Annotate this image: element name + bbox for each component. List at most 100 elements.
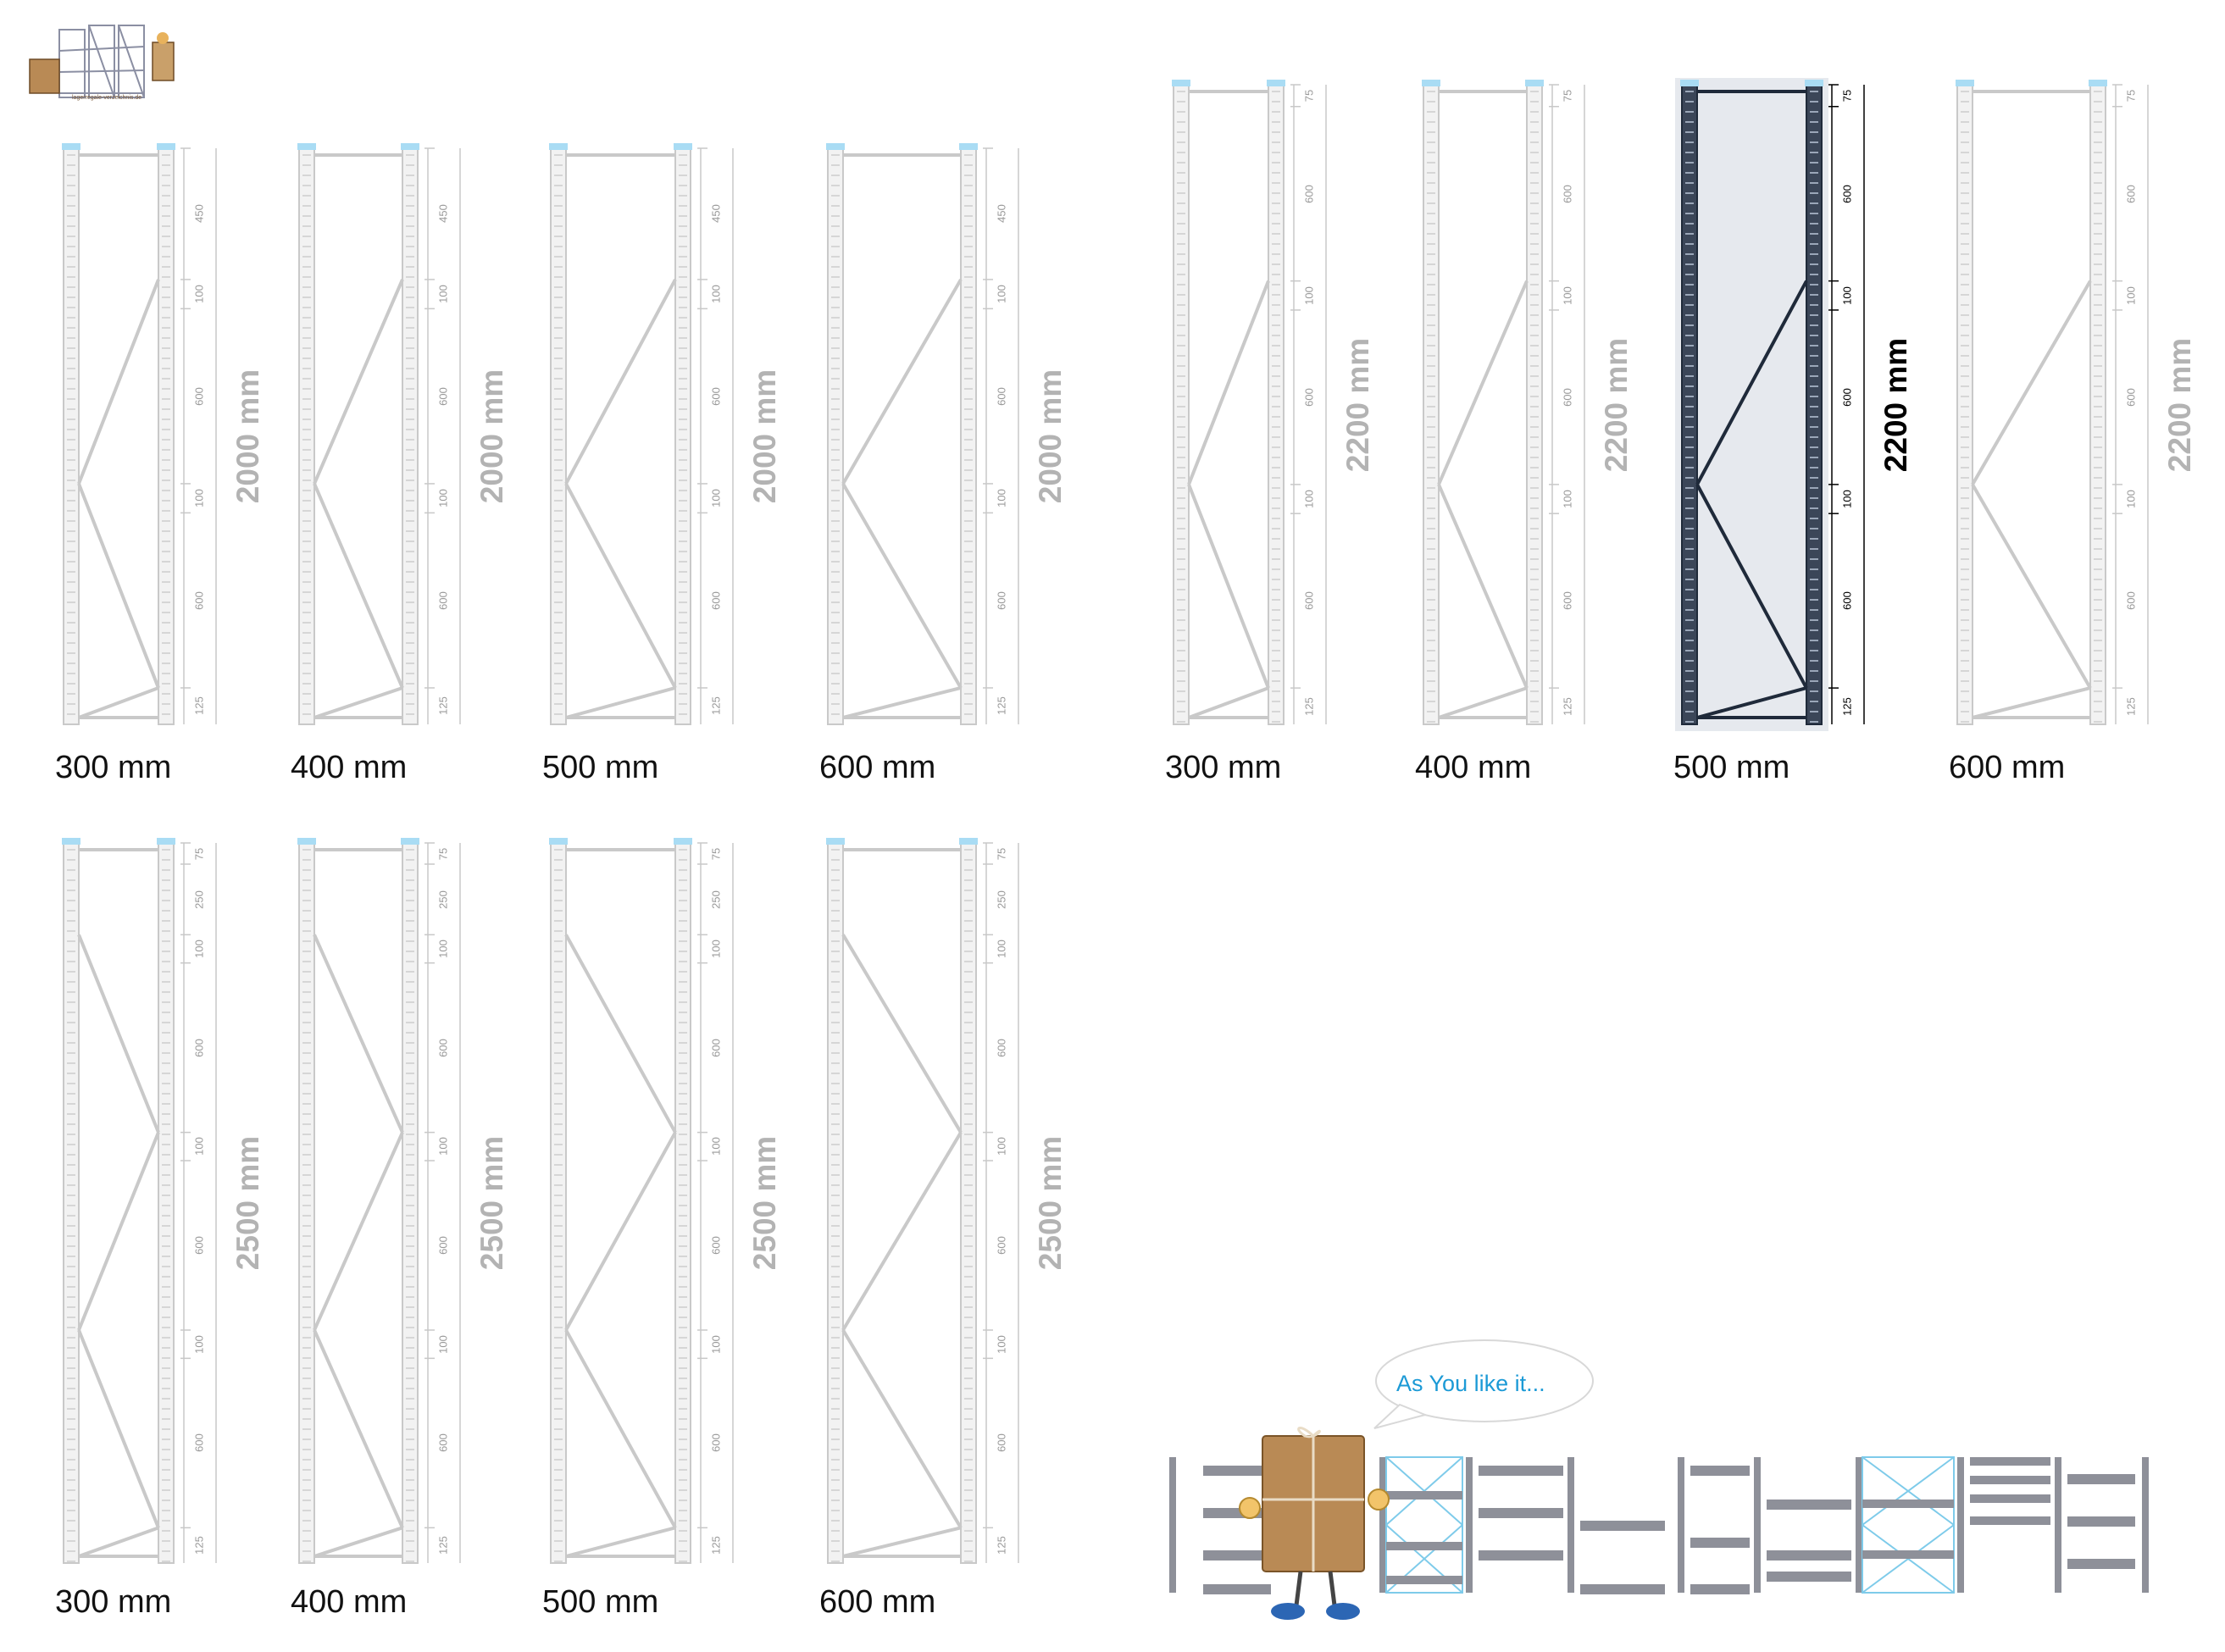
- segment-dimension: 600: [2124, 388, 2138, 407]
- segment-dimension: 100: [192, 489, 206, 508]
- segment-dimension: 600: [995, 1433, 1008, 1453]
- segment-dimension: 100: [1561, 490, 1574, 508]
- segment-dimension: 125: [995, 1536, 1008, 1555]
- segment-dimension: 600: [1302, 591, 1316, 610]
- segment-dimension: 125: [1561, 696, 1574, 716]
- rack-frame: [1956, 80, 2149, 725]
- segment-dimension: 100: [192, 1137, 206, 1156]
- segment-dimension: 100: [192, 285, 206, 303]
- segment-dimension: 600: [1561, 388, 1574, 407]
- segment-dimension: 600: [192, 1236, 206, 1255]
- frame-width-label: 600 mm: [819, 1584, 936, 1620]
- segment-dimension: 100: [709, 489, 723, 508]
- segment-dimension: 600: [192, 590, 206, 610]
- segment-dimension: 600: [1302, 388, 1316, 407]
- frame-width-label: 300 mm: [55, 1584, 172, 1620]
- segment-dimension: 125: [2124, 696, 2138, 716]
- segment-dimension: 100: [995, 940, 1008, 958]
- segment-dimension: 100: [436, 285, 450, 303]
- segment-dimension: 100: [1302, 490, 1316, 508]
- segment-dimension: 100: [709, 285, 723, 303]
- segment-dimension: 75: [1302, 89, 1316, 103]
- rack-frame: [1422, 80, 1585, 725]
- segment-dimension: 100: [2124, 490, 2138, 508]
- segment-dimension: 100: [995, 1137, 1008, 1156]
- segment-dimension: 450: [995, 204, 1008, 224]
- frame-height-label: 2200 mm: [1340, 337, 1375, 472]
- segment-dimension: 250: [709, 890, 723, 909]
- segment-dimension: 100: [436, 1334, 450, 1354]
- rack-frame: [62, 838, 217, 1564]
- segment-dimension: 100: [1840, 285, 1854, 305]
- segment-dimension: 100: [436, 489, 450, 508]
- rack-frame: [826, 143, 1019, 725]
- segment-dimension: 600: [1561, 184, 1574, 203]
- segment-dimension: 600: [436, 1236, 450, 1255]
- segment-dimension: 600: [436, 590, 450, 610]
- segment-dimension: 100: [436, 940, 450, 958]
- segment-dimension: 125: [995, 696, 1008, 716]
- rack-frame: [549, 143, 734, 725]
- segment-dimension: 100: [1302, 285, 1316, 305]
- segment-dimension: 600: [1840, 388, 1854, 407]
- segment-dimension: 600: [1840, 591, 1854, 610]
- segment-dimension: 600: [709, 590, 723, 610]
- rack-frame: [297, 838, 461, 1564]
- segment-dimension: 600: [2124, 184, 2138, 203]
- frame-width-label: 400 mm: [1415, 750, 1532, 785]
- shelf-configurations: [1169, 1456, 2149, 1594]
- segment-dimension: 100: [1561, 285, 1574, 305]
- speech-bubble: [1373, 1339, 1594, 1429]
- segment-dimension: 450: [436, 204, 450, 224]
- logo: [29, 25, 175, 98]
- segment-dimension: 600: [436, 386, 450, 406]
- segment-dimension: 600: [436, 1433, 450, 1453]
- rack-frame: [549, 838, 734, 1564]
- frame-width-label: 500 mm: [542, 750, 659, 785]
- segment-dimension: 100: [192, 1334, 206, 1354]
- segment-dimension: 600: [709, 386, 723, 406]
- segment-dimension: 250: [436, 890, 450, 909]
- segment-dimension: 125: [436, 1536, 450, 1555]
- frame-height-label: 2000 mm: [230, 369, 265, 504]
- segment-dimension: 100: [1840, 490, 1854, 508]
- segment-dimension: 75: [1840, 89, 1854, 103]
- rack-frame: [1675, 78, 1865, 731]
- segment-dimension: 100: [995, 1334, 1008, 1354]
- segment-dimension: 450: [192, 204, 206, 224]
- segment-dimension: 600: [709, 1038, 723, 1057]
- frame-width-label: 300 mm: [55, 750, 172, 785]
- segment-dimension: 600: [709, 1236, 723, 1255]
- segment-dimension: 450: [709, 204, 723, 224]
- segment-dimension: 75: [192, 847, 206, 860]
- segment-dimension: 125: [1302, 696, 1316, 716]
- rack-frame: [826, 838, 1019, 1564]
- segment-dimension: 75: [1561, 89, 1574, 103]
- segment-dimension: 600: [1561, 591, 1574, 610]
- frame-width-label: 400 mm: [291, 750, 408, 785]
- segment-dimension: 600: [192, 386, 206, 406]
- segment-dimension: 100: [2124, 285, 2138, 305]
- segment-dimension: 75: [436, 847, 450, 860]
- segment-dimension: 600: [995, 590, 1008, 610]
- frame-height-label: 2500 mm: [230, 1135, 265, 1271]
- frame-height-label: 2000 mm: [747, 369, 782, 504]
- rack-frame: [1172, 80, 1327, 725]
- rack-frame: [297, 143, 461, 725]
- segment-dimension: 100: [709, 940, 723, 958]
- segment-dimension: 125: [436, 696, 450, 716]
- segment-dimension: 600: [995, 386, 1008, 406]
- segment-dimension: 100: [995, 489, 1008, 508]
- segment-dimension: 600: [192, 1038, 206, 1057]
- frame-height-label: 2200 mm: [1599, 337, 1634, 472]
- segment-dimension: 100: [709, 1334, 723, 1354]
- frame-height-label: 2500 mm: [747, 1135, 782, 1271]
- segment-dimension: 75: [709, 847, 723, 860]
- frame-width-label: 600 mm: [1949, 750, 2066, 785]
- frame-width-label: 500 mm: [542, 1584, 659, 1620]
- segment-dimension: 125: [709, 696, 723, 716]
- segment-dimension: 125: [192, 1536, 206, 1555]
- frame-height-label: 2500 mm: [1033, 1135, 1068, 1271]
- frame-height-label: 2000 mm: [474, 369, 509, 504]
